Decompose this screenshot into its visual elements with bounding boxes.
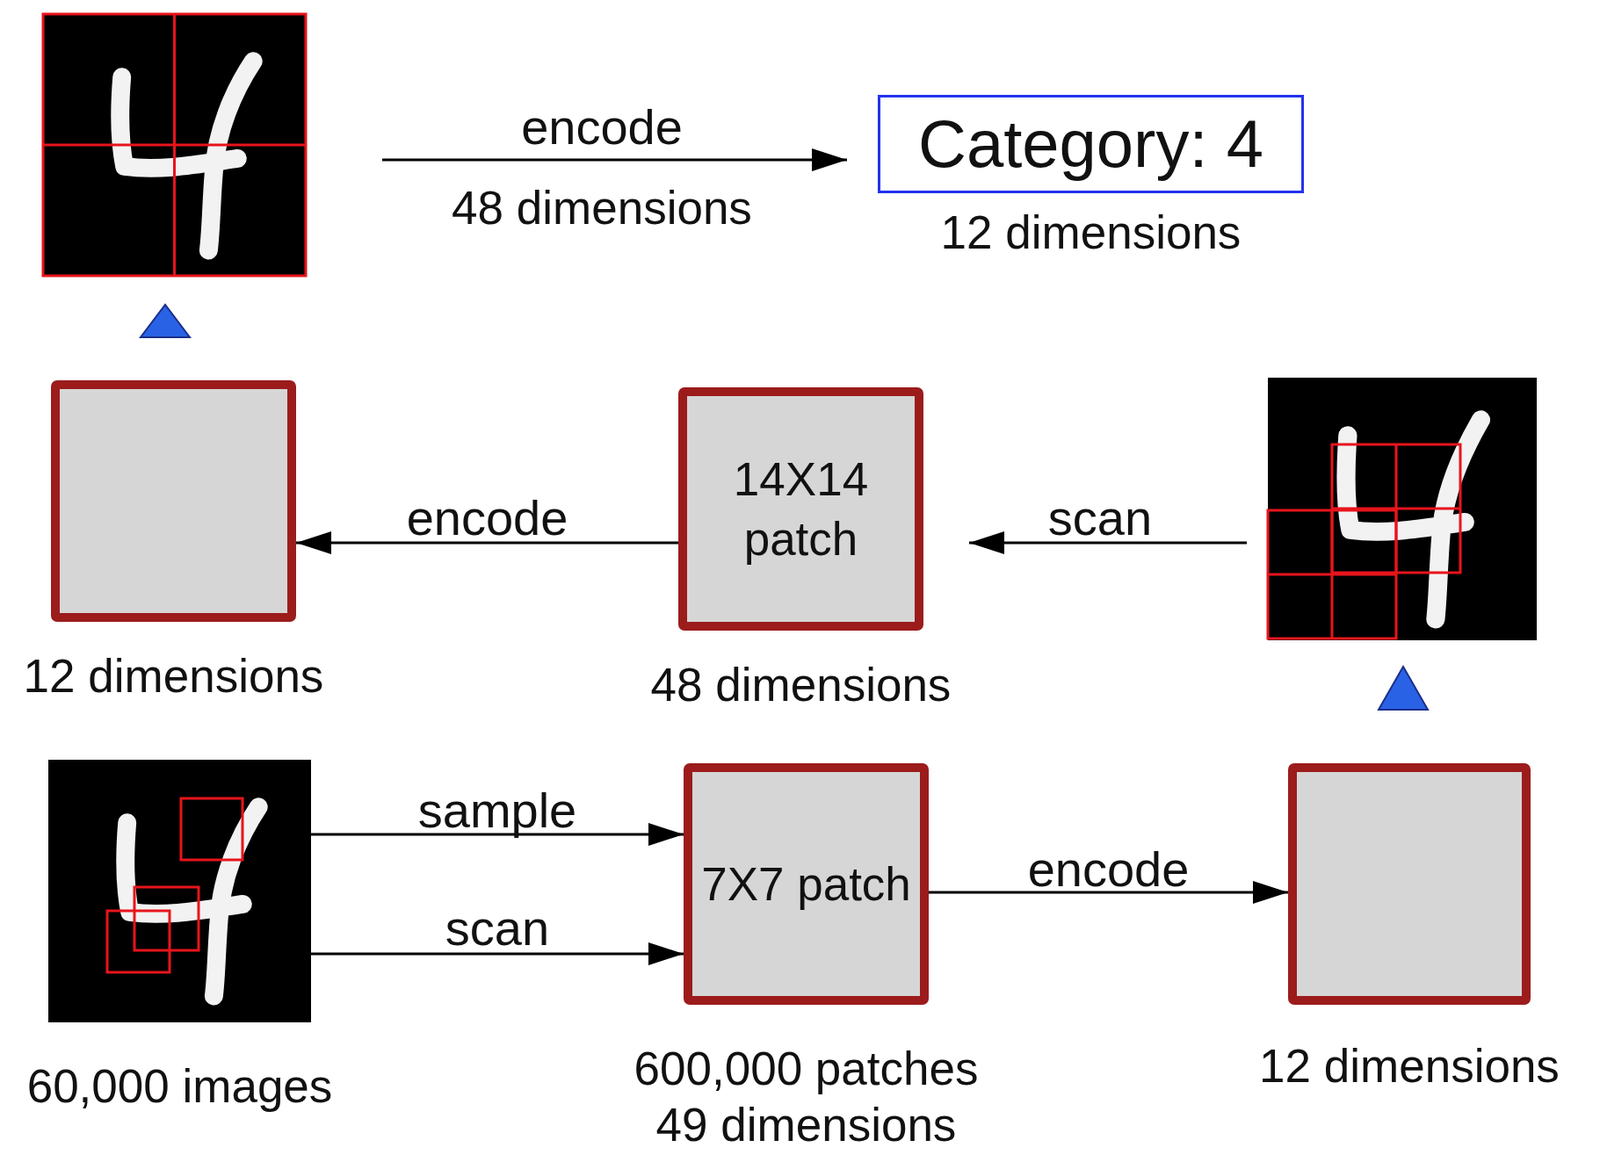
code-box: 12 dimensions xyxy=(50,380,297,623)
digit-illustration xyxy=(48,760,312,1023)
box-label: 7X7 patch xyxy=(692,854,920,915)
up-triangle xyxy=(140,304,190,338)
caption-label: 12 dimensions xyxy=(862,204,1320,261)
edge-label: encode xyxy=(311,490,664,547)
edge-label: sample xyxy=(321,782,674,840)
image-background xyxy=(1267,377,1537,641)
patch-box: 7X7 patch600,000 patches 49 dimensions xyxy=(683,763,929,1006)
encode-arrow xyxy=(382,159,848,162)
caption-label: 48 dimensions xyxy=(616,657,986,714)
grid-line xyxy=(43,144,306,147)
caption-label: 12 dimensions xyxy=(0,648,350,705)
caption-label: 12 dimensions xyxy=(1224,1038,1594,1095)
digit-stroke xyxy=(120,61,254,251)
grid-frame xyxy=(43,14,306,276)
patch-box: 14X14 patch48 dimensions xyxy=(678,387,924,631)
sample-window xyxy=(180,798,243,861)
digit-image xyxy=(1267,377,1537,641)
box-label: Category: 4 xyxy=(880,106,1302,182)
scan-grid xyxy=(1267,444,1461,639)
up-triangle xyxy=(1378,666,1428,710)
digit-image xyxy=(43,14,306,276)
category-box: Category: 412 dimensions xyxy=(877,94,1304,194)
sample-window xyxy=(134,887,199,951)
code-box: 12 dimensions xyxy=(1288,763,1531,1006)
edge-label: scan xyxy=(321,900,674,957)
digit-stroke xyxy=(125,807,259,997)
arrow-label: encode xyxy=(382,99,822,156)
caption-label: 600,000 patches 49 dimensions xyxy=(613,1041,1000,1154)
edge-label: encode xyxy=(933,841,1285,898)
caption-label: 60,000 images xyxy=(0,1058,374,1115)
image-background xyxy=(43,14,306,276)
box-label: 14X14 patch xyxy=(687,449,915,570)
digit-image: 60,000 images xyxy=(48,760,312,1023)
arrow-label: 48 dimensions xyxy=(382,180,822,237)
arrow-label: scan xyxy=(880,490,1320,547)
sample-window xyxy=(107,911,170,973)
